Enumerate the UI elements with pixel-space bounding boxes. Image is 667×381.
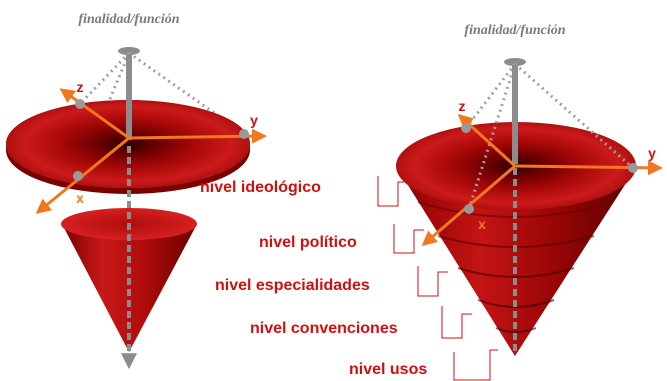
right-suspension-lines [464, 62, 634, 210]
left-node-z [75, 99, 85, 109]
right-title: finalidad/función [464, 23, 565, 38]
right-y-axis-arrow [514, 160, 663, 176]
left-disc-face [6, 100, 250, 188]
left-node-x [73, 171, 83, 181]
right-node-z [461, 123, 471, 133]
left-cone-body [62, 224, 197, 352]
left-z-axis-arrow [59, 88, 130, 140]
left-y-label: y [250, 112, 258, 128]
right-z-label: z [459, 98, 466, 114]
level-connectors [377, 176, 498, 381]
left-x-axis-arrow [35, 136, 130, 214]
right-x-label: x [478, 216, 486, 232]
level-label-convenciones: nivel convenciones [250, 320, 398, 337]
right-node-x [464, 204, 474, 214]
right-y-label: y [648, 145, 656, 161]
right-figure: finalidad/función [200, 23, 663, 381]
right-node-y [628, 163, 638, 173]
level-labels: nivel ideológico nivel político nivel es… [200, 179, 427, 378]
level-label-especialidades: nivel especialidades [215, 277, 370, 294]
level-label-politico: nivel político [259, 234, 357, 251]
level-label-ideologico: nivel ideológico [200, 179, 321, 196]
level-label-usos: nivel usos [349, 361, 427, 378]
left-figure: finalidad/función z y [6, 12, 267, 370]
left-pole-cap [118, 47, 140, 55]
left-z-label: z [77, 79, 84, 95]
right-pole-cap [504, 58, 526, 66]
left-title: finalidad/función [78, 12, 179, 27]
left-x-label: x [76, 190, 84, 206]
left-node-y [239, 129, 249, 139]
